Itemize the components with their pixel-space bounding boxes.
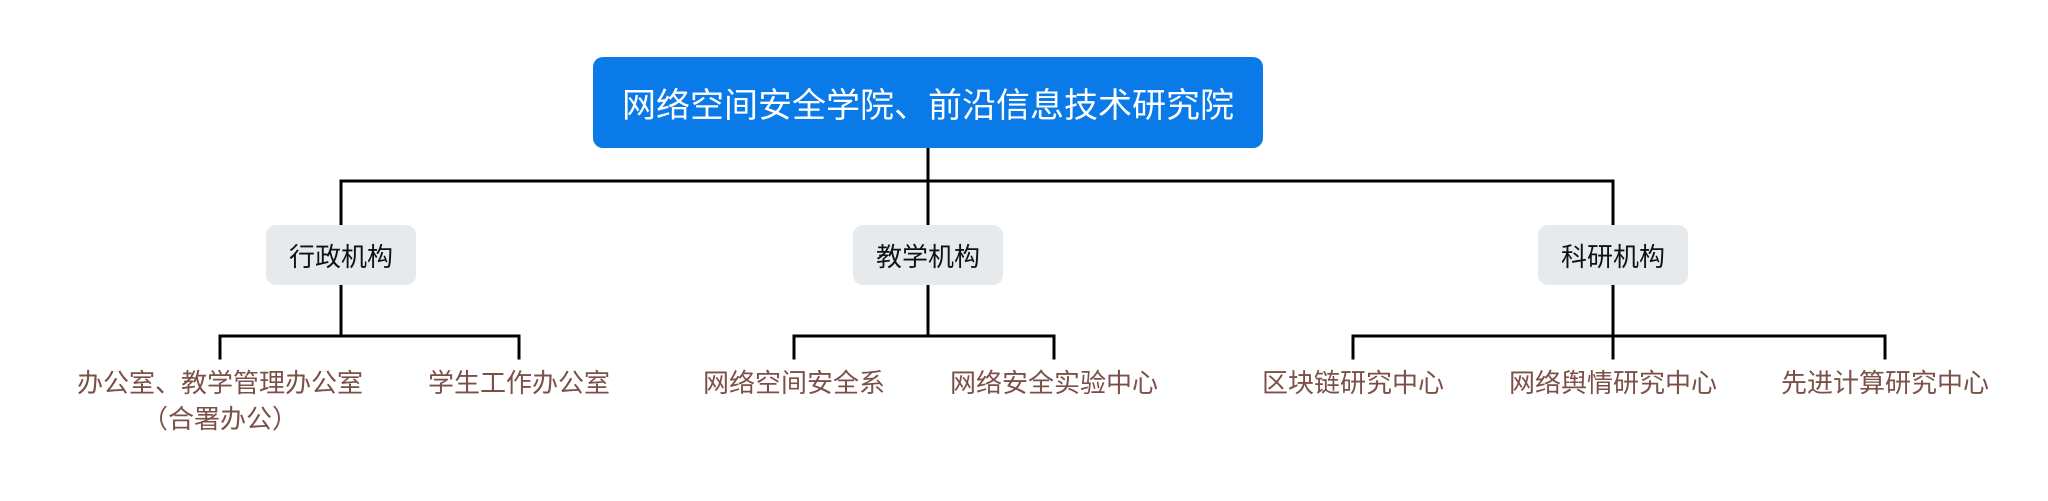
leaf-node-blockchain-research-center: 区块链研究中心 <box>1253 364 1453 404</box>
branch-node-label: 科研机构 <box>1560 242 1665 273</box>
leaf-node-public-opinion-research-center: 网络舆情研究中心 <box>1498 364 1728 404</box>
leaf-node-label: 网络舆情研究中心 <box>1508 369 1717 399</box>
leaf-node-student-affairs-office: 学生工作办公室 <box>419 364 619 404</box>
leaf-node-label: 区块链研究中心 <box>1261 369 1444 399</box>
leaf-node-label-line-2: （合署办公） <box>141 405 298 435</box>
leaf-node-label: 办公室、教学管理办公室 <box>76 369 363 399</box>
branch-node-research: 科研机构 <box>1538 225 1688 285</box>
branch-node-label: 行政机构 <box>288 242 393 273</box>
branch-node-label: 教学机构 <box>875 242 980 273</box>
leaf-node-network-security-lab-center: 网络安全实验中心 <box>939 364 1169 404</box>
leaf-node-label: 网络安全实验中心 <box>949 369 1158 399</box>
root-node-label: 网络空间安全学院、前沿信息技术研究院 <box>622 86 1234 126</box>
leaf-node-cyberspace-security-department: 网络空间安全系 <box>694 364 894 404</box>
leaf-node-label: 网络空间安全系 <box>702 369 885 399</box>
leaf-node-label: 先进计算研究中心 <box>1780 369 1989 399</box>
branch-node-teaching: 教学机构 <box>853 225 1003 285</box>
leaf-node-advanced-computing-research-center: 先进计算研究中心 <box>1770 364 2000 404</box>
leaf-node-general-office: 办公室、教学管理办公室 （合署办公） <box>55 364 385 440</box>
branch-node-administrative: 行政机构 <box>266 225 416 285</box>
leaf-node-label: 学生工作办公室 <box>427 369 610 399</box>
root-node: 网络空间安全学院、前沿信息技术研究院 <box>593 57 1263 148</box>
